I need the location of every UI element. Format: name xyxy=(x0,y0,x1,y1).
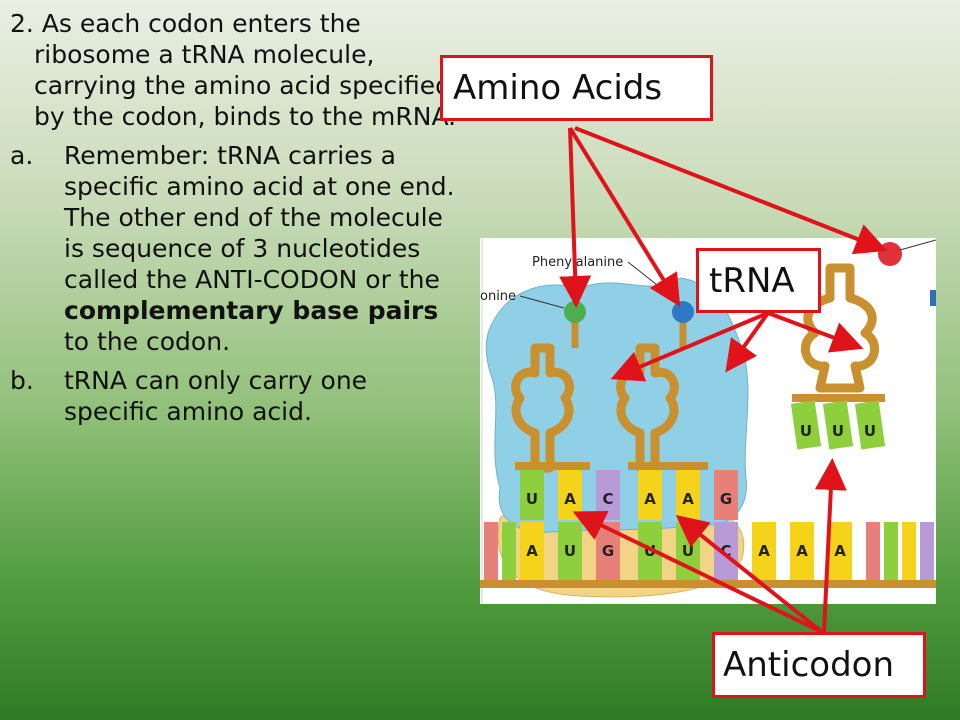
mrna-base: U xyxy=(558,522,582,580)
trna-label: tRNA xyxy=(696,248,821,313)
free-trna-base: U xyxy=(790,400,822,450)
mrna-nucleotide-blank xyxy=(502,522,516,580)
sub-point-a-text-start: Remember: tRNA carries a specific amino … xyxy=(64,141,455,294)
amino-acid-2 xyxy=(672,301,694,323)
anticodon-base: G xyxy=(714,470,738,520)
main-point-text: As each codon enters the ribosome a tRNA… xyxy=(34,9,457,131)
sub-point-b: b. tRNA can only carry one specific amin… xyxy=(10,365,468,427)
anticodon-base-block xyxy=(638,470,662,520)
free-trna-base: U xyxy=(822,400,854,450)
mrna-base: U xyxy=(638,522,662,580)
mrna-backbone xyxy=(480,580,936,588)
arrow-amino-acid-3 xyxy=(574,126,888,255)
mrna-base: A xyxy=(752,522,776,580)
free-trna-base-letter: U xyxy=(864,422,876,440)
onine-leader xyxy=(519,295,565,309)
trna-1-body xyxy=(511,343,574,473)
anticodon-base: U xyxy=(520,470,544,520)
amino-acid-3 xyxy=(878,242,902,266)
mrna-base: A xyxy=(790,522,814,580)
anticodon-label-text: Anticodon xyxy=(723,645,895,685)
mrna-base-letter: U xyxy=(682,542,694,560)
trna-label-text: tRNA xyxy=(709,260,795,301)
anticodon-base-letter: A xyxy=(644,490,656,508)
mrna-nucleotide-blank xyxy=(920,522,934,580)
sub-point-a: a. Remember: tRNA carries a specific ami… xyxy=(10,140,468,357)
amino-acid-1 xyxy=(564,301,586,323)
mrna-base-letter: A xyxy=(758,542,770,560)
mrna-nucleotide-blank xyxy=(884,522,898,580)
slide-body-text: 2. As each codon enters the ribosome a t… xyxy=(10,8,468,435)
mrna-base-letter: C xyxy=(720,542,731,560)
sub-point-b-marker: b. xyxy=(10,366,34,395)
cropped-label-mark xyxy=(930,290,936,306)
phenylalanine-label: Phenylalanine xyxy=(532,255,623,270)
anticodon-base: A xyxy=(676,470,700,520)
mrna-base: A xyxy=(828,522,852,580)
sub-point-a-marker: a. xyxy=(10,141,34,170)
sub-point-a-text: Remember: tRNA carries a specific amino … xyxy=(64,140,468,357)
mrna-base: A xyxy=(520,522,544,580)
mrna-base-letter: U xyxy=(564,542,576,560)
anticodon-base: C xyxy=(596,470,620,520)
mrna-base: U xyxy=(676,522,700,580)
mrna-base-block xyxy=(520,522,544,580)
anticodon-base-block xyxy=(676,470,700,520)
mrna-nucleotide-blank xyxy=(484,522,498,580)
onine-label: onine xyxy=(480,289,516,304)
mrna-nucleotide-blank xyxy=(866,522,880,580)
sub-point-b-text: tRNA can only carry one specific amino a… xyxy=(64,366,368,426)
free-trna-base-block xyxy=(790,400,822,450)
mrna-base-letter: A xyxy=(834,542,846,560)
sub-point-a-text-end: to the codon. xyxy=(64,327,231,356)
amino-acids-label-text: Amino Acids xyxy=(453,68,663,108)
free-trna-base-block xyxy=(822,400,854,450)
mrna-nucleotide-blank xyxy=(902,522,916,580)
anticodon-base-letter: A xyxy=(564,490,576,508)
free-trna-base-letter: U xyxy=(800,422,812,440)
anticodon-base-letter: C xyxy=(602,490,613,508)
amino-acids-label: Amino Acids xyxy=(440,55,713,121)
mrna-base: C xyxy=(714,522,738,580)
anticodon-base-letter: U xyxy=(526,490,538,508)
anticodon-base-block xyxy=(520,470,544,520)
free-trna-base: U xyxy=(854,400,886,450)
main-point-number: 2. xyxy=(10,9,42,38)
mrna-base: G xyxy=(596,522,620,580)
anticodon-base-letter: G xyxy=(720,490,732,508)
main-point: 2. As each codon enters the ribosome a t… xyxy=(10,8,468,132)
trna-3-leader xyxy=(899,239,936,251)
anticodon-label: Anticodon xyxy=(712,632,926,698)
anticodon-base-letter: A xyxy=(682,490,694,508)
mrna-base-letter: A xyxy=(526,542,538,560)
mrna-base-letter: U xyxy=(644,542,656,560)
anticodon-base: A xyxy=(638,470,662,520)
free-trna-base-block xyxy=(854,400,886,450)
anticodon-base: A xyxy=(558,470,582,520)
mrna-base-letter: G xyxy=(602,542,614,560)
mrna-base-letter: A xyxy=(796,542,808,560)
free-trna-base-letter: U xyxy=(832,422,844,440)
sub-point-a-bold: complementary base pairs xyxy=(64,296,439,325)
anticodon-base-block xyxy=(714,470,738,520)
